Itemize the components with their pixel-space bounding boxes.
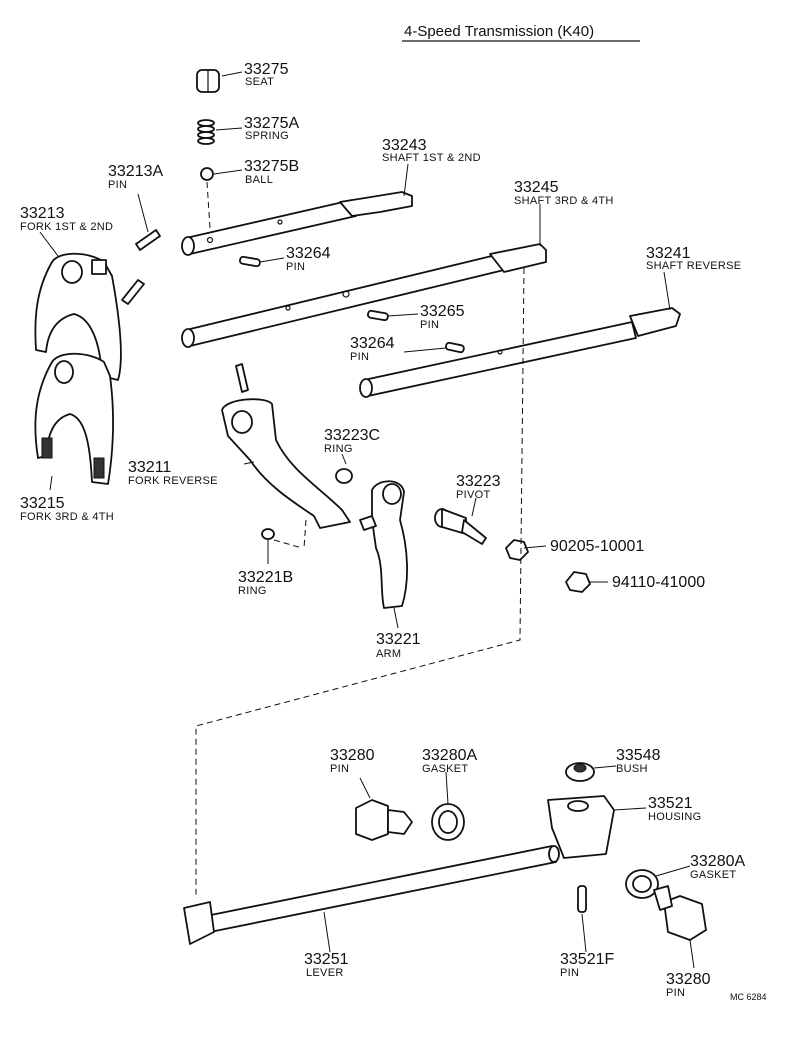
diagram-title: 4-Speed Transmission (K40) [404, 23, 594, 40]
part-name-fork-3rd-4th: FORK 3RD & 4TH [20, 511, 114, 523]
part-name-shaft-3rd-4th: SHAFT 3RD & 4TH [514, 195, 614, 207]
part-number-33521F: 33521F [560, 951, 614, 968]
part-name-gasket-upper: GASKET [422, 763, 468, 775]
part-number-33264-lower: 33264 [350, 335, 395, 352]
bush-33548-drawing [565, 762, 595, 782]
part-number-33215: 33215 [20, 495, 65, 512]
pin-33265-drawing [367, 309, 389, 322]
part-name-lever: LEVER [306, 967, 344, 979]
shaft-reverse-drawing [359, 307, 681, 398]
part-name-bush: BUSH [616, 763, 648, 775]
part-number-33548: 33548 [616, 747, 661, 764]
part-number-33221: 33221 [376, 631, 421, 648]
nut-90205-drawing [505, 539, 529, 561]
figure-reference-code: MC 6284 [730, 992, 767, 1002]
part-number-33280-lower: 33280 [666, 971, 711, 988]
part-number-33521: 33521 [648, 795, 693, 812]
part-name-ball: BALL [245, 174, 273, 186]
ball-33275B-drawing [200, 167, 214, 181]
part-number-33221B: 33221B [238, 569, 293, 586]
ring-33221B-drawing [261, 528, 275, 540]
part-name-spring: SPRING [245, 130, 289, 142]
pin-vertical-drawing [235, 363, 249, 393]
part-name-fork-1st-2nd: FORK 1ST & 2ND [20, 221, 113, 233]
fork-reverse-drawing [221, 398, 351, 529]
lever-33251-drawing [183, 845, 560, 945]
part-number-33245: 33245 [514, 179, 559, 196]
part-number-33251: 33251 [304, 951, 349, 968]
pin-33280-lower-drawing [653, 885, 707, 941]
fork-reverse-guide-line [303, 519, 307, 549]
part-number-33275: 33275 [244, 61, 289, 78]
part-name-pin-33280-lower: PIN [666, 987, 685, 999]
ring-33223C-drawing [335, 468, 353, 484]
pin-loose-drawing [121, 279, 145, 305]
part-number-33213A: 33213A [108, 163, 163, 180]
part-number-94110-41000: 94110-41000 [612, 574, 705, 591]
part-name-pin-33264-upper: PIN [286, 261, 305, 273]
part-number-33275A: 33275A [244, 115, 299, 132]
part-number-33241: 33241 [646, 245, 691, 262]
part-number-33211: 33211 [128, 459, 171, 476]
part-number-33243: 33243 [382, 137, 427, 154]
part-number-90205-10001: 90205-10001 [550, 538, 644, 555]
part-number-33223: 33223 [456, 473, 501, 490]
part-name-pin-33213A: PIN [108, 179, 127, 191]
part-number-33213: 33213 [20, 205, 65, 222]
arm-33221-drawing [359, 480, 408, 609]
shaft-3rd-4th-drawing [181, 243, 547, 348]
pin-33213A-drawing [135, 229, 161, 251]
part-number-33280-upper: 33280 [330, 747, 375, 764]
pivot-33223-drawing [434, 508, 487, 545]
nut-94110-drawing [565, 571, 591, 593]
part-number-33280A-upper: 33280A [422, 747, 477, 764]
part-name-ring-33221B: RING [238, 585, 267, 597]
detent-guide-line [206, 181, 211, 229]
shaft-to-lever-guide-line [195, 267, 525, 896]
part-number-33275B: 33275B [244, 158, 299, 175]
part-name-seat: SEAT [245, 76, 274, 88]
seat-33275-drawing [196, 69, 220, 93]
part-number-33265: 33265 [420, 303, 465, 320]
part-name-arm: ARM [376, 648, 401, 660]
leader-lines [39, 71, 695, 969]
pin-33264-upper-drawing [239, 255, 261, 268]
part-name-pin-33265: PIN [420, 319, 439, 331]
part-name-pin-33521F: PIN [560, 967, 579, 979]
fork-1st-2nd-drawing [34, 252, 122, 381]
part-name-pin-33264-lower: PIN [350, 351, 369, 363]
pin-33521F-drawing [577, 885, 587, 913]
part-name-shaft-1st-2nd: SHAFT 1ST & 2ND [382, 152, 481, 164]
part-name-pivot: PIVOT [456, 489, 491, 501]
ring-guide-line [273, 539, 303, 549]
part-number-33280A-lower: 33280A [690, 853, 745, 870]
part-name-shaft-reverse: SHAFT REVERSE [646, 260, 741, 272]
part-name-ring-33223C: RING [324, 443, 353, 455]
part-number-33264-upper: 33264 [286, 245, 331, 262]
fork-3rd-4th-drawing [34, 352, 114, 485]
pin-33264-lower-drawing [445, 341, 465, 354]
part-name-fork-reverse: FORK REVERSE [128, 475, 218, 487]
part-name-gasket-lower: GASKET [690, 869, 736, 881]
part-number-33223C: 33223C [324, 427, 380, 444]
part-name-pin-33280-upper: PIN [330, 763, 349, 775]
shaft-1st-2nd-drawing [181, 191, 413, 256]
pin-33280-upper-drawing [355, 799, 413, 841]
housing-33521-drawing [547, 795, 615, 859]
spring-33275A-drawing [197, 119, 215, 145]
part-name-housing: HOUSING [648, 811, 701, 823]
